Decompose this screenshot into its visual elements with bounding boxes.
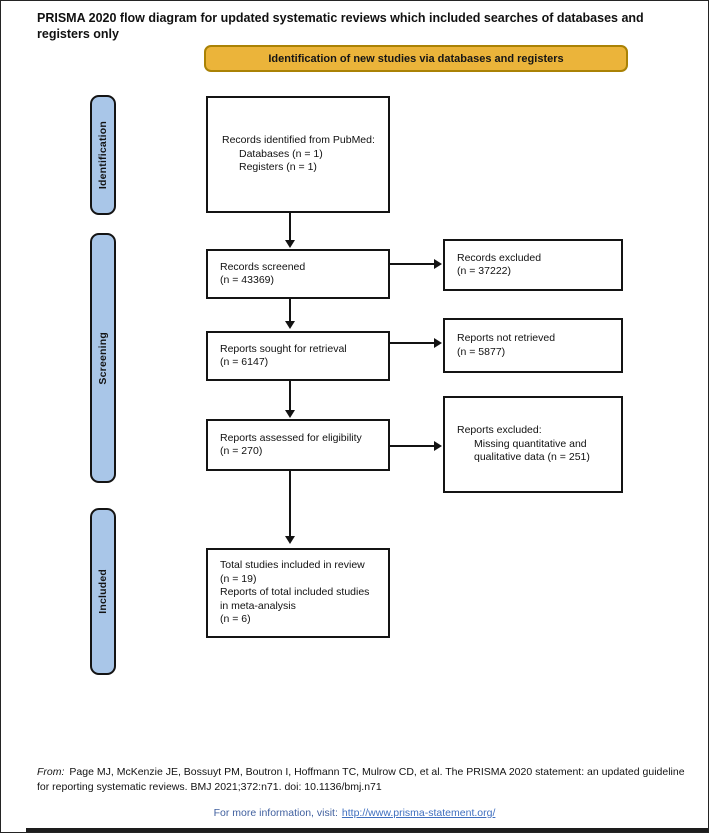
box-line: Reports of total included studies bbox=[220, 586, 370, 599]
box-line: in meta-analysis bbox=[220, 599, 296, 612]
box-line: (n = 43369) bbox=[220, 274, 274, 286]
prisma-statement-link[interactable]: http://www.prisma-statement.org/ bbox=[341, 807, 496, 819]
arrow-down-identified-to-screened bbox=[285, 213, 295, 248]
box-line: (n = 6147) bbox=[220, 356, 269, 368]
arrow-down-assessed-to-included bbox=[285, 471, 295, 544]
box-line: qualitative data (n = 251) bbox=[474, 451, 590, 464]
stage-bar-included: Included bbox=[90, 508, 116, 675]
box-line: (n = 5877) bbox=[457, 345, 506, 358]
box-line: (n = 270) bbox=[220, 445, 263, 457]
box-line: (n = 37222) bbox=[457, 265, 511, 277]
box-reports-sought: Reports sought for retrieval (n = 6147) bbox=[206, 331, 390, 381]
stage-label-screening: Screening bbox=[97, 331, 109, 385]
box-line: Missing quantitative and bbox=[474, 437, 587, 450]
stage-bar-screening: Screening bbox=[90, 233, 116, 483]
box-line: Total studies included in review bbox=[220, 559, 365, 572]
box-line: Records identified from PubMed: bbox=[222, 134, 375, 147]
page-title: PRISMA 2020 flow diagram for updated sys… bbox=[37, 11, 644, 41]
box-records-screened: Records screened (n = 43369) bbox=[206, 249, 390, 299]
box-line: Reports not retrieved bbox=[457, 332, 556, 344]
banner-identification-header: Identification of new studies via databa… bbox=[204, 45, 628, 72]
arrow-right-reports-excluded bbox=[390, 441, 442, 451]
box-included-total: Total studies included in review (n = 19… bbox=[206, 548, 390, 638]
citation: From:Page MJ, McKenzie JE, Bossuyt PM, B… bbox=[37, 765, 689, 795]
box-reports-assessed: Reports assessed for eligibility (n = 27… bbox=[206, 419, 390, 471]
box-line: Databases (n = 1) bbox=[239, 147, 323, 160]
box-reports-excluded: Reports excluded: Missing quantitative a… bbox=[443, 396, 623, 493]
more-info-text: For more information, visit: bbox=[213, 807, 338, 819]
box-line: Reports excluded: bbox=[457, 424, 542, 437]
stage-label-identification: Identification bbox=[97, 120, 109, 190]
stage-label-included: Included bbox=[97, 569, 109, 614]
box-reports-not-retrieved: Reports not retrieved (n = 5877) bbox=[443, 318, 623, 373]
arrow-down-screened-to-sought bbox=[285, 299, 295, 329]
box-line: Records screened bbox=[220, 260, 306, 273]
arrow-right-reports-not-retrieved bbox=[390, 338, 442, 348]
box-records-identified: Records identified from PubMed: Database… bbox=[206, 96, 390, 213]
arrow-right-records-excluded bbox=[390, 259, 442, 269]
box-line: (n = 6) bbox=[220, 613, 251, 626]
bottom-edge-bar bbox=[26, 828, 708, 832]
box-records-excluded: Records excluded (n = 37222) bbox=[443, 239, 623, 291]
box-line: Records excluded bbox=[457, 251, 542, 264]
box-line: Registers (n = 1) bbox=[239, 161, 317, 174]
box-line: (n = 19) bbox=[220, 572, 257, 585]
box-line: Reports assessed for eligibility bbox=[220, 431, 362, 444]
arrow-down-sought-to-assessed bbox=[285, 381, 295, 418]
stage-bar-identification: Identification bbox=[90, 95, 116, 215]
more-info-line: For more information, visit:http://www.p… bbox=[1, 807, 708, 819]
citation-text: Page MJ, McKenzie JE, Bossuyt PM, Boutro… bbox=[37, 766, 685, 793]
box-line: Reports sought for retrieval bbox=[220, 342, 347, 355]
citation-from-label: From: bbox=[37, 766, 65, 778]
